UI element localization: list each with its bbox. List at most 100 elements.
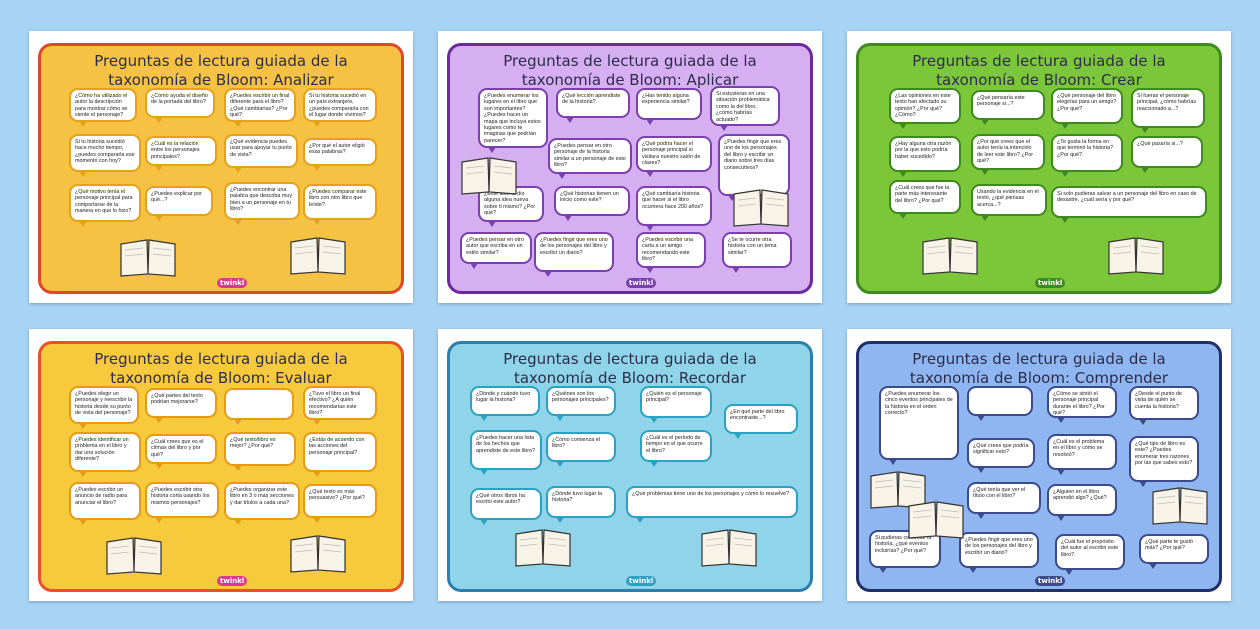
question-bubble: ¿Cuál es el período de tiempo en el que … xyxy=(640,430,712,462)
speech-bubble-tail xyxy=(969,567,977,573)
twinkl-logo: twinkl xyxy=(217,576,248,586)
question-bubble: ¿Qué pensaría este personaje si...? xyxy=(971,90,1045,120)
speech-bubble-tail xyxy=(558,173,566,179)
question-bubble: ¿Qué cambiaría historia que hacer si el … xyxy=(636,186,712,226)
question-bubble: ¿Te gusta la forma en que terminó la his… xyxy=(1051,134,1123,172)
speech-bubble-tail xyxy=(981,119,989,125)
speech-bubble-tail xyxy=(79,221,87,227)
question-bubble: ¿Hay alguna otra razón por la que esto p… xyxy=(889,136,961,172)
question-bubble: ¿Puedes fingir que eres uno de los perso… xyxy=(718,134,790,196)
question-bubble: ¿Puedes enumerar los cinco eventos princ… xyxy=(879,386,959,460)
title-line-1: Preguntas de lectura guiada de la xyxy=(94,52,348,70)
question-bubble: ¿Puedes elegir un personaje y reescribir… xyxy=(69,386,139,424)
question-bubble: ¿Puedes hacer una lista de los hechos qu… xyxy=(470,430,542,470)
question-bubble: ¿Qué texto/libro es mejor? ¿Por qué? xyxy=(224,432,296,466)
question-bubble: ¿Qué texto es más persuasivo? ¿Por qué? xyxy=(303,484,377,518)
speech-bubble-tail xyxy=(79,519,87,525)
open-book-icon xyxy=(119,238,177,278)
question-bubble xyxy=(224,388,294,420)
speech-bubble-tail xyxy=(879,567,887,573)
question-bubble: ¿Puedes encontrar una palabra que descri… xyxy=(224,182,300,220)
speech-bubble-tail xyxy=(1057,417,1065,423)
open-book-icon xyxy=(1107,236,1165,276)
question-bubble: ¿Por qué el autor eligió esas palabras? xyxy=(303,138,377,166)
open-book-icon xyxy=(289,534,347,574)
open-book-icon xyxy=(460,156,518,196)
question-bubble: ¿Qué crees que podría significar esto? xyxy=(967,438,1035,468)
open-book-icon xyxy=(907,500,965,540)
twinkl-logo: twinkl xyxy=(626,278,657,288)
title-line-1: Preguntas de lectura guiada de la xyxy=(912,52,1166,70)
speech-bubble-tail xyxy=(564,215,572,221)
question-bubble: ¿Cuál es la relación entre los personaje… xyxy=(145,136,217,166)
question-bubble: ¿Puedes pensar en otro personaje de la h… xyxy=(548,138,632,174)
speech-bubble-tail xyxy=(981,215,989,221)
question-bubble: ¿Qué motivo tenía el personaje principal… xyxy=(69,184,141,222)
title-line-1: Preguntas de lectura guiada de la xyxy=(503,350,757,368)
speech-bubble-tail xyxy=(155,215,163,221)
speech-bubble-tail xyxy=(1057,515,1065,521)
open-book-icon xyxy=(869,470,927,510)
speech-bubble-tail xyxy=(488,147,496,153)
question-bubble: ¿Qué partes del texto podrían mejorarse? xyxy=(145,388,217,418)
question-bubble: ¿Puedes escribir una carta a un amigo re… xyxy=(636,232,706,268)
speech-bubble-tail xyxy=(1065,569,1073,575)
question-bubble: Usando la evidencia en el texto, ¿qué pi… xyxy=(971,184,1047,216)
question-bubble: ¿Cuál crees que fue la parte más interes… xyxy=(889,180,961,214)
question-bubble: ¿Desde el punto de vista de quién se cue… xyxy=(1129,386,1199,420)
speech-bubble-tail xyxy=(734,433,742,439)
question-bubble: ¿Qué parte te gustó más? ¿Por qué? xyxy=(1139,534,1209,564)
speech-bubble-tail xyxy=(79,471,87,477)
question-bubble: ¿Estás de acuerdo con las acciones del p… xyxy=(303,432,377,472)
question-bubble: ¿Qué tipo de libro es este? ¿Puedes enum… xyxy=(1129,436,1199,482)
speech-bubble-tail xyxy=(1141,127,1149,133)
speech-bubble-tail xyxy=(1139,419,1147,425)
speech-bubble-tail xyxy=(234,465,242,471)
question-bubble: ¿Puedes pensar en otro autor que escriba… xyxy=(460,232,532,264)
speech-bubble-tail xyxy=(977,415,985,421)
speech-bubble-tail xyxy=(1139,481,1147,487)
speech-bubble-tail xyxy=(234,519,242,525)
speech-bubble-tail xyxy=(646,119,654,125)
twinkl-logo: twinkl xyxy=(1035,278,1066,288)
speech-bubble-tail xyxy=(1061,171,1069,177)
speech-bubble-tail xyxy=(234,167,242,173)
title-line-1: Preguntas de lectura guiada de la xyxy=(94,350,348,368)
question-bubble: ¿Quién es el personaje principal? xyxy=(640,386,712,418)
question-bubble: Si tu historia sucedió en un país extran… xyxy=(303,88,377,122)
question-bubble: ¿Cuál crees que es el clímax del libro y… xyxy=(145,434,217,464)
title-line-2: taxonomía de Bloom: Crear xyxy=(936,71,1142,89)
question-bubble: ¿Puedes escribir un final diferente para… xyxy=(224,88,296,122)
speech-bubble-tail xyxy=(544,271,552,277)
speech-bubble-tail xyxy=(313,419,321,425)
question-bubble xyxy=(967,386,1033,416)
speech-bubble-tail xyxy=(155,165,163,171)
question-bubble: ¿Cómo se sintió el personaje principal d… xyxy=(1047,386,1117,418)
question-bubble: Si tu historia sucedió hace mucho tiempo… xyxy=(69,134,141,172)
title-line-2: taxonomía de Bloom: Recordar xyxy=(513,369,747,387)
question-bubble: ¿Puedes fingir que eres uno de los perso… xyxy=(534,232,614,272)
title-line-1: Preguntas de lectura guiada de la xyxy=(503,52,757,70)
speech-bubble-tail xyxy=(488,221,496,227)
speech-bubble-tail xyxy=(899,213,907,219)
speech-bubble-tail xyxy=(977,513,985,519)
question-bubble: ¿En qué parte del libro encontraste...? xyxy=(724,404,798,434)
speech-bubble-tail xyxy=(480,519,488,525)
speech-bubble-tail xyxy=(313,165,321,171)
question-bubble: ¿Cómo ayuda el diseño de la portada del … xyxy=(145,88,215,118)
question-bubble: ¿Se te ocurre otra historia con un tema … xyxy=(722,232,792,268)
twinkl-logo: twinkl xyxy=(626,576,657,586)
